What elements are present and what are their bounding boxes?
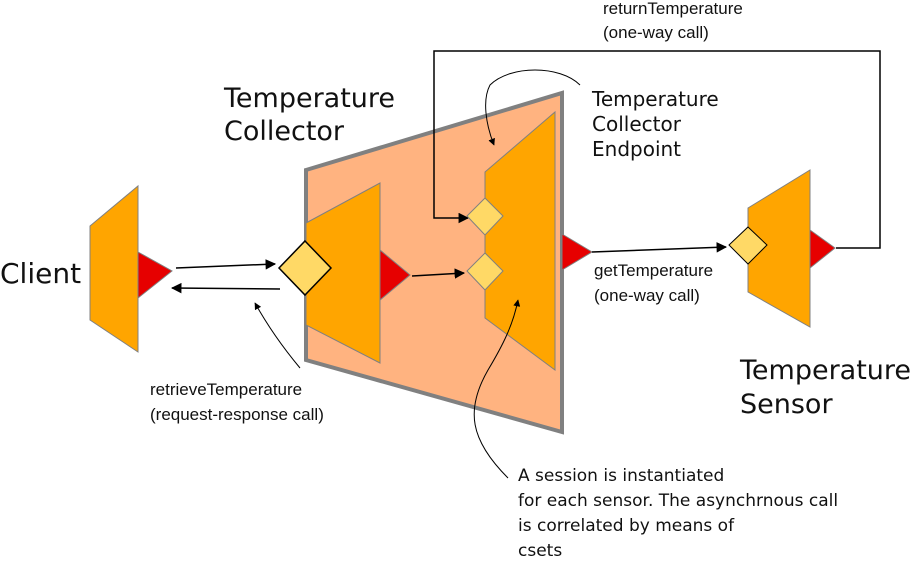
retrieve-pointer-curve — [254, 302, 301, 369]
internal-arrow — [411, 268, 466, 279]
get-call-label-line2: (one-way call) — [594, 286, 700, 305]
note-line4: csets — [518, 541, 562, 561]
response-arrow — [170, 282, 281, 294]
sensor-label-line2: Sensor — [740, 389, 833, 420]
collector-input-port — [277, 239, 333, 297]
collector-title-line1: Temperature — [223, 83, 395, 114]
retrieve-call-label-line1: retrieveTemperature — [150, 380, 302, 399]
collector-output-port — [379, 248, 411, 302]
endpoint-output-port — [561, 233, 593, 271]
client-shape — [89, 184, 139, 353]
sensor-label-line1: Temperature — [739, 355, 911, 386]
return-call-label-line1: returnTemperature — [603, 0, 743, 18]
request-arrow — [175, 259, 277, 270]
endpoint-label-line2: Collector — [592, 112, 682, 136]
endpoint-label-line3: Endpoint — [592, 137, 681, 161]
sensor-input-port — [728, 226, 768, 265]
client-output-port — [137, 251, 173, 300]
sensor-output-port — [809, 229, 836, 270]
endpoint-label-line1: Temperature — [591, 87, 719, 111]
note-line3: is correlated by means of — [518, 516, 735, 536]
retrieve-call-label-line2: (request-response call) — [150, 405, 324, 424]
endpoint-input-port — [466, 252, 504, 291]
return-call-label-line2: (one-way call) — [603, 23, 709, 42]
collector-title-line2: Collector — [224, 116, 345, 147]
client-label: Client — [0, 257, 81, 290]
get-temperature-arrow — [591, 242, 728, 253]
note-pointer-curve — [473, 299, 521, 479]
note-line1: A session is instantiated — [518, 466, 724, 486]
return-loop-line — [433, 50, 881, 249]
note-line2: for each sensor. The asynchrnous call — [518, 491, 838, 511]
endpoint-return-port — [466, 197, 504, 236]
get-call-label-line1: getTemperature — [594, 261, 713, 280]
endpoint-pointer-curve — [485, 69, 581, 146]
